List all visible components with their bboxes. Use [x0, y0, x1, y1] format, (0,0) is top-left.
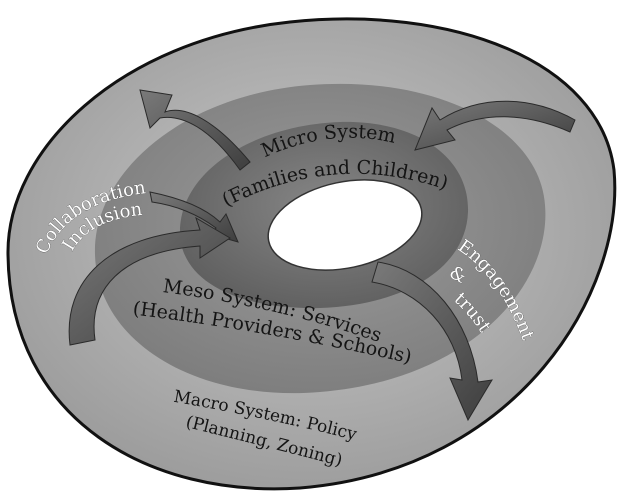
center-hole: [267, 179, 423, 271]
arrow-top-right: [414, 100, 576, 151]
arrow-left-large: [68, 216, 231, 346]
arrow-right-down: [371, 261, 493, 422]
arrow-top-left: [139, 89, 251, 171]
